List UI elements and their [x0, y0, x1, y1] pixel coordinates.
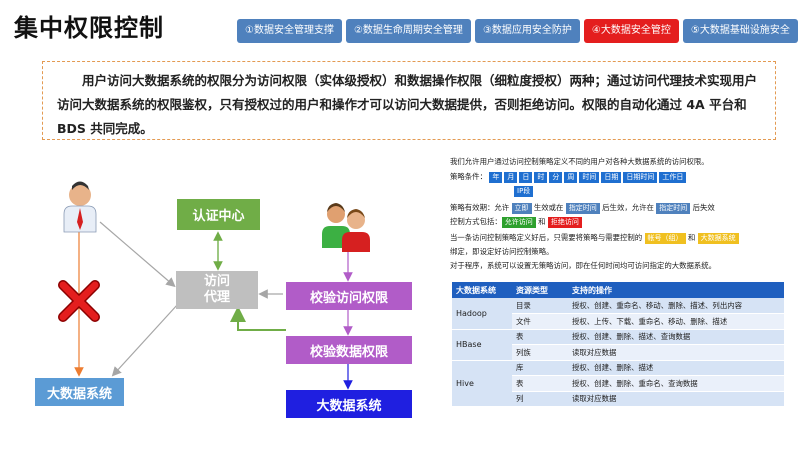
- table-row: 文件 授权、上传、下载、重命名、移动、删除、描述: [452, 313, 784, 330]
- validity-text: 生效或在: [533, 203, 564, 212]
- control-mode-row: 控制方式包括：允许访问 和 拒绝访问: [450, 216, 582, 228]
- table-row: 列 读取对应数据: [452, 391, 784, 407]
- bigdata-system-chip: 大数据系统: [697, 233, 739, 244]
- validity-text: 后失效: [692, 203, 715, 212]
- access-proxy-box: 访问 代理: [176, 271, 258, 309]
- operations-cell: 授权、创建、删除、描述、查询数据: [568, 329, 784, 345]
- validity-chip-end-time: 指定时间: [656, 203, 691, 214]
- user-icon: [63, 181, 97, 233]
- tab-data-lifecycle[interactable]: ②数据生命周期安全管理: [345, 19, 471, 43]
- bigdata-system-right-box: 大数据系统: [286, 390, 412, 418]
- table-header-row: 大数据系统 资源类型 支持的操作: [452, 282, 784, 298]
- deny-access-chip: 拒绝访问: [547, 217, 582, 228]
- operations-cell: 授权、创建、删除、重命名、查询数据: [568, 375, 784, 392]
- check-access-permission-box: 校验访问权限: [286, 282, 412, 310]
- tab-data-security-support[interactable]: ①数据安全管理支撑: [237, 19, 342, 43]
- section-tabs: ①数据安全管理支撑 ②数据生命周期安全管理 ③数据应用安全防护 ④大数据安全管控…: [237, 19, 798, 43]
- operations-cell: 读取对应数据: [568, 391, 784, 407]
- tab-data-app-protection[interactable]: ③数据应用安全防护: [474, 19, 580, 43]
- policy-ip-row: IP段: [514, 185, 535, 197]
- condition-chip: 年: [489, 172, 503, 183]
- validity-text: 后生效，允许在: [602, 203, 654, 212]
- policy-conditions-label: 策略条件：: [450, 172, 487, 181]
- condition-chip: 月: [504, 172, 518, 183]
- allow-access-chip: 允许访问: [501, 217, 536, 228]
- operations-cell: 授权、上传、下载、重命名、移动、删除、描述: [568, 313, 784, 330]
- policy-conditions-row: 策略条件： 年月日时分周时间日期日期时间工作日: [450, 171, 688, 183]
- condition-chip: 分: [549, 172, 563, 183]
- system-cell: Hadoop: [452, 298, 512, 330]
- condition-chip-ip: IP段: [514, 186, 534, 197]
- condition-chip: 周: [564, 172, 578, 183]
- condition-chip: 日期: [601, 172, 622, 183]
- policy-validity-row: 策略有效期：允许 立即 生效或在 指定时间 后生效，允许在 指定时间 后失效: [450, 202, 715, 214]
- col-header-system: 大数据系统: [452, 282, 512, 298]
- condition-chip: 日: [519, 172, 533, 183]
- resource-type-cell: 文件: [512, 313, 568, 330]
- tab-bigdata-infrastructure[interactable]: ⑤大数据基础设施安全: [682, 19, 798, 43]
- control-mode-label: 控制方式包括：: [450, 217, 502, 226]
- account-group-chip: 帐号（组）: [644, 233, 686, 244]
- table-row: HBase 表 授权、创建、删除、描述、查询数据: [452, 329, 784, 361]
- resource-type-cell: 目录: [512, 298, 568, 314]
- bind-text: 和: [687, 233, 696, 242]
- table-row: 列族 读取对应数据: [452, 344, 784, 361]
- bigdata-system-left-box: 大数据系统: [35, 378, 124, 406]
- bind-line2: 绑定，即设定好访问控制策略。: [450, 247, 554, 256]
- auth-center-box: 认证中心: [177, 199, 260, 230]
- validity-chip-start-time: 指定时间: [565, 203, 600, 214]
- system-cell: HBase: [452, 329, 512, 361]
- page-title: 集中权限控制: [14, 14, 164, 42]
- intro-text: 用户访问大数据系统的权限分为访问权限（实体级授权）和数据操作权限（细粒度授权）两…: [42, 61, 776, 140]
- program-policy-line: 对于程序，系统可以设置无策略访问，即在任何时间均可访问指定的大数据系统。: [450, 261, 717, 270]
- validity-text: 策略有效期：允许: [450, 203, 510, 212]
- validity-chip-immediate: 立即: [511, 203, 532, 214]
- system-cell: Hive: [452, 360, 512, 407]
- table-row: Hadoop 目录 授权、创建、重命名、移动、删除、描述、列出内容: [452, 298, 784, 330]
- table-row: 表 授权、创建、删除、重命名、查询数据: [452, 375, 784, 392]
- operations-cell: 读取对应数据: [568, 344, 784, 361]
- check-data-permission-box: 校验数据权限: [286, 336, 412, 364]
- col-header-resource-type: 资源类型: [512, 282, 568, 298]
- bind-row: 当一条访问控制策略定义好后，只需要将策略与需要控制的 帐号（组） 和 大数据系统: [450, 232, 739, 244]
- condition-chip: 工作日: [659, 172, 687, 183]
- table-row: Hive 库 授权、创建、删除、描述: [452, 360, 784, 407]
- resource-type-cell: 表: [512, 329, 568, 345]
- operations-cell: 授权、创建、删除、描述: [568, 360, 784, 376]
- tab-bigdata-control[interactable]: ④大数据安全管控: [583, 19, 679, 43]
- bind-text: 当一条访问控制策略定义好后，只需要将策略与需要控制的: [450, 233, 643, 242]
- policy-intro-line: 我们允许用户通过访问控制策略定义不同的用户对各种大数据系统的访问权限。: [450, 157, 709, 166]
- bigdata-ops-table: 大数据系统 资源类型 支持的操作 Hadoop 目录 授权、创建、重命名、移动、…: [452, 282, 784, 407]
- resource-type-cell: 表: [512, 375, 568, 392]
- condition-chip: 时间: [579, 172, 600, 183]
- resource-type-cell: 列: [512, 391, 568, 407]
- condition-chip: 日期时间: [623, 172, 658, 183]
- deny-x-icon: [58, 280, 100, 322]
- resource-type-cell: 列族: [512, 344, 568, 361]
- user-group-icon: [322, 203, 370, 252]
- condition-chip: 时: [534, 172, 548, 183]
- col-header-operations: 支持的操作: [568, 282, 784, 298]
- operations-cell: 授权、创建、重命名、移动、删除、描述、列出内容: [568, 298, 784, 314]
- control-mode-and: 和: [538, 217, 546, 226]
- resource-type-cell: 库: [512, 360, 568, 376]
- access-proxy-label: 访问 代理: [203, 274, 230, 305]
